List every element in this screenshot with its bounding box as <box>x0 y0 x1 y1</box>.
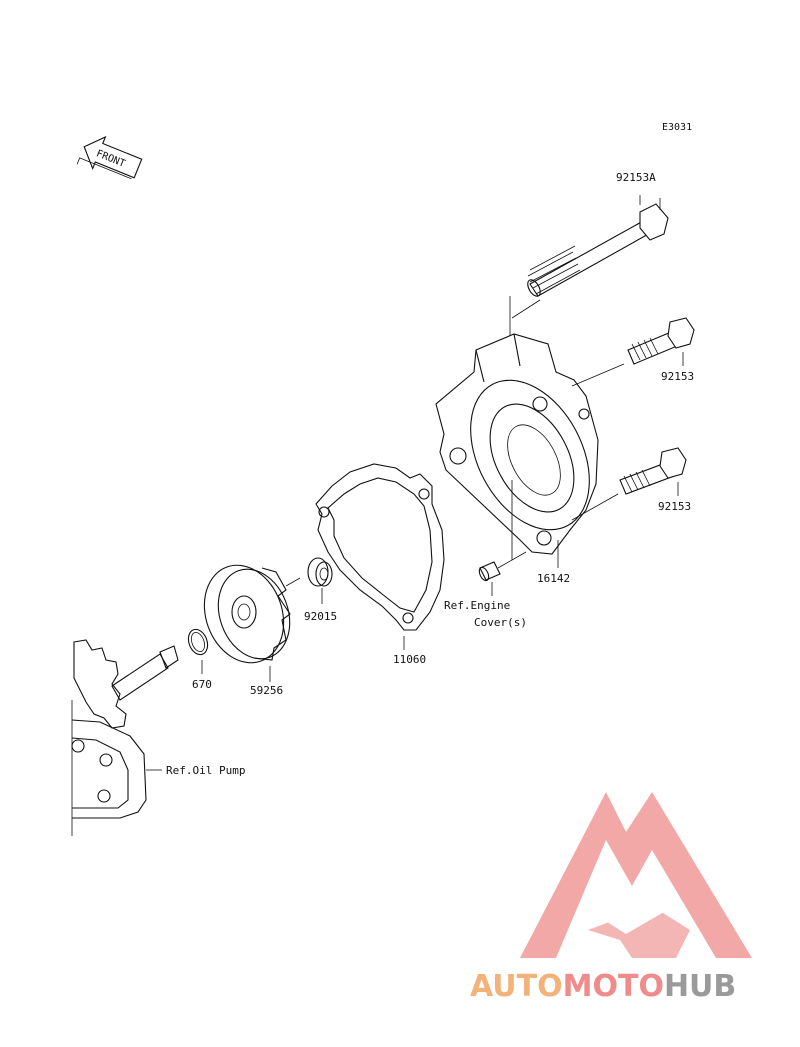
label-59256: 59256 <box>250 684 283 697</box>
watermark-hub: HUB <box>664 969 736 1004</box>
label-11060: 11060 <box>393 653 426 666</box>
bolt-92153a <box>527 198 669 297</box>
label-92153a: 92153A <box>616 171 656 184</box>
bolt-92153-lower <box>619 447 687 495</box>
bolt-92153-upper <box>627 317 695 365</box>
label-92153-lower: 92153 <box>658 500 691 513</box>
svg-text:AUTOMOTOHUB: AUTOMOTOHUB <box>470 969 736 1004</box>
impeller-59256 <box>203 564 291 664</box>
oring-670 <box>187 628 209 656</box>
pump-cover <box>435 333 599 555</box>
collar-92015 <box>285 557 333 587</box>
diagram-code: E3031 <box>662 122 692 133</box>
dash-bolt-long <box>509 296 541 336</box>
label-ref-engine-1: Ref.Engine <box>444 599 510 612</box>
oil-pump-assembly <box>71 639 179 836</box>
label-ref-engine-2: Cover(s) <box>474 616 527 629</box>
watermark-logo: AUTOMOTOHUB <box>470 792 752 1004</box>
dash-bolt-lower <box>571 493 619 521</box>
label-92015: 92015 <box>304 610 337 623</box>
front-arrow-icon: FRONT <box>76 135 143 180</box>
watermark-triangle-icon <box>520 792 752 958</box>
dash-bolt-upper <box>571 363 625 387</box>
dowel-pin <box>478 551 527 582</box>
label-92153-upper: 92153 <box>661 370 694 383</box>
label-670: 670 <box>192 678 212 691</box>
watermark-auto: AUTO <box>470 969 563 1004</box>
label-ref-oil-pump: Ref.Oil Pump <box>166 764 245 777</box>
gasket-11060 <box>315 463 445 631</box>
label-16142: 16142 <box>537 572 570 585</box>
watermark-moto: MOTO <box>563 969 664 1004</box>
